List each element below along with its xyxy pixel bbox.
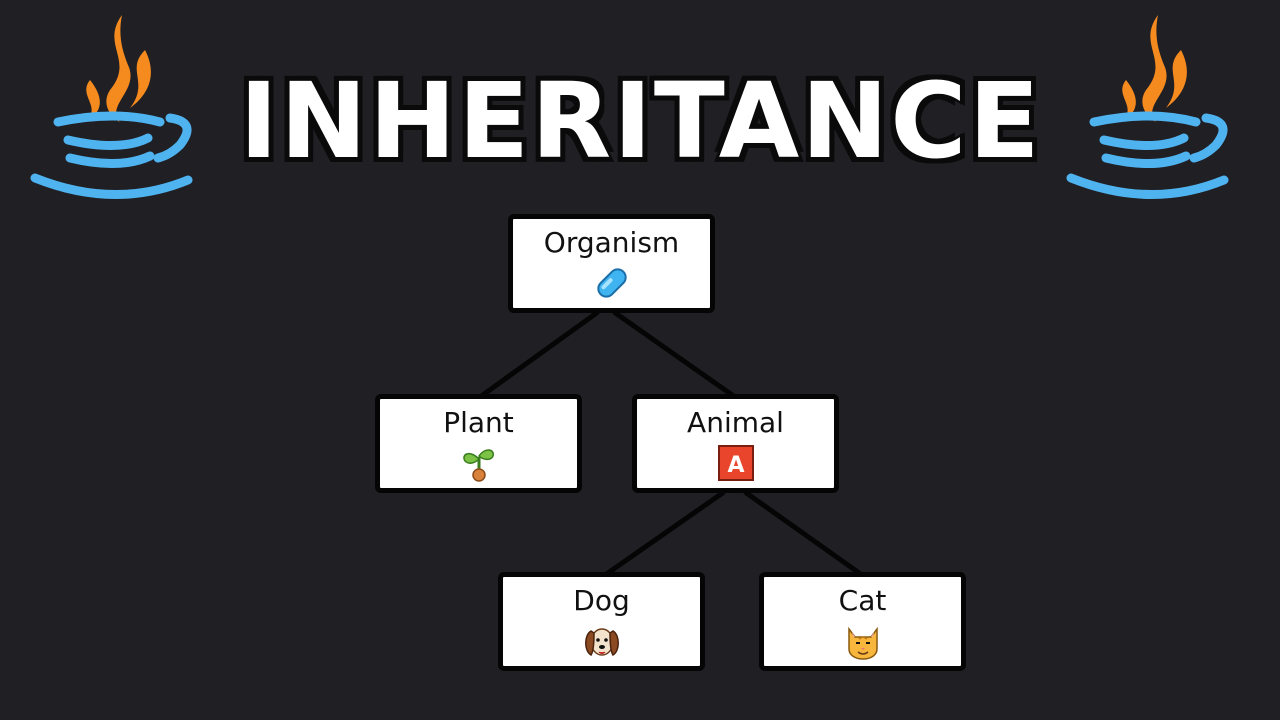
pill-icon <box>596 268 627 298</box>
node-plant: Plant <box>375 394 582 493</box>
java-logo-icon <box>30 15 193 199</box>
edge-animal-dog <box>603 489 726 578</box>
edge-animal-cat <box>743 489 864 578</box>
node-label: Dog <box>573 584 630 617</box>
node-organism: Organism <box>508 214 715 313</box>
node-animal: Animal A <box>632 394 839 493</box>
page-title: INHERITANCE <box>237 58 1042 184</box>
cat-face-icon <box>847 626 878 660</box>
node-label: Plant <box>443 406 514 439</box>
seedling-icon <box>462 449 494 482</box>
java-logo-icon <box>1066 15 1229 199</box>
node-label: Animal <box>687 406 784 439</box>
node-dog: Dog <box>498 572 705 671</box>
node-cat: Cat <box>759 572 966 671</box>
letter-a-badge-icon: A <box>717 445 754 481</box>
node-label: Cat <box>838 584 887 617</box>
badge-letter: A <box>727 453 744 478</box>
edge-organism-animal <box>612 309 737 400</box>
node-label: Organism <box>543 226 680 259</box>
edge-organism-plant <box>478 309 600 400</box>
dog-face-icon <box>584 628 619 656</box>
